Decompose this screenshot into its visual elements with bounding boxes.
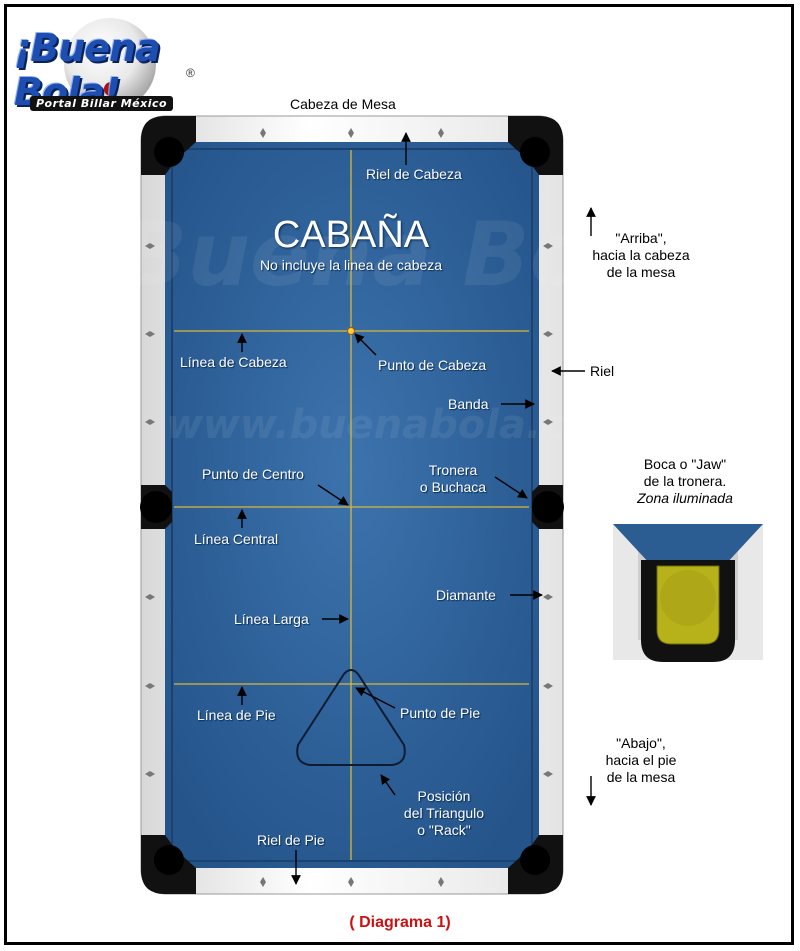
label-abajo-line1: "Abajo", <box>616 735 666 751</box>
label-punto-de-pie: Punto de Pie <box>400 705 481 721</box>
label-cabana-note: No incluye la linea de cabeza <box>259 257 443 273</box>
arrow-rack <box>380 774 396 796</box>
table-cloth <box>165 142 539 868</box>
label-linea-larga: Línea Larga <box>234 611 309 627</box>
label-punto-de-cabeza: Punto de Cabeza <box>378 357 487 373</box>
label-punto-de-centro: Punto de Centro <box>202 466 304 482</box>
pockets <box>140 116 564 894</box>
buena-bola-logo: ¡Buena Bola! ® Portal Billar México <box>14 12 195 114</box>
logo-subtitle: Portal Billar México <box>30 96 174 111</box>
label-tronera-line1: Tronera <box>428 462 478 478</box>
watermark-url: www.buenabola.com <box>166 402 634 448</box>
label-abajo-line3: de la mesa <box>606 769 676 785</box>
label-linea-de-pie: Línea de Pie <box>197 707 276 723</box>
label-boca-line3: Zona iluminada <box>637 490 733 506</box>
arrow-punto-de-cabeza <box>354 333 377 356</box>
label-riel: Riel <box>590 363 615 379</box>
pocket-jaw-inset <box>613 524 763 662</box>
label-banda: Banda <box>448 396 489 412</box>
label-arriba: "Arriba", hacia la cabeza de la mesa <box>576 230 706 281</box>
label-riel-de-cabeza: Riel de Cabeza <box>366 166 462 182</box>
logo-registered-mark: ® <box>186 66 195 80</box>
arrow-tronera <box>494 476 528 499</box>
label-posicion-rack: Posición del Triangulo o "Rack" <box>384 788 504 839</box>
label-posicion-line1: Posición <box>417 788 471 804</box>
label-linea-central: Línea Central <box>194 531 279 547</box>
diagram-frame <box>4 4 794 945</box>
watermark-brand: ¡Buena Bola! <box>80 203 719 306</box>
arrow-punto-de-pie <box>355 687 396 709</box>
rack-triangle <box>296 669 406 766</box>
diagram-caption: ( Diagrama 1) <box>349 914 451 931</box>
label-boca-line2: de la tronera. <box>643 473 727 489</box>
label-boca-line1: Boca o "Jaw" <box>643 456 727 472</box>
label-linea-de-cabeza: Línea de Cabeza <box>180 354 287 370</box>
label-posicion-line2: del Triangulo <box>403 805 485 821</box>
label-arriba-line3: de la mesa <box>606 264 676 280</box>
label-boca-jaw: Boca o "Jaw" de la tronera. Zona ilumina… <box>610 456 760 507</box>
label-cabana: CABAÑA <box>272 214 430 256</box>
label-arriba-line2: hacia la cabeza <box>592 247 690 263</box>
arrow-punto-de-centro <box>317 484 349 506</box>
pointer-arrows <box>237 132 596 885</box>
logo-ball-dot <box>104 82 118 96</box>
diamonds <box>145 128 553 887</box>
label-abajo: "Abajo", hacia el pie de la mesa <box>576 735 706 786</box>
label-abajo-line2: hacia el pie <box>605 752 677 768</box>
label-tronera-line2: o Buchaca <box>419 479 487 495</box>
label-riel-de-pie: Riel de Pie <box>257 832 325 848</box>
label-posicion-line3: o "Rack" <box>417 822 471 838</box>
label-arriba-line1: "Arriba", <box>615 230 667 246</box>
head-spot <box>347 327 355 335</box>
label-cabeza-de-mesa: Cabeza de Mesa <box>290 96 396 112</box>
label-tronera: Tronera o Buchaca <box>408 462 498 496</box>
label-diamante: Diamante <box>436 587 496 603</box>
